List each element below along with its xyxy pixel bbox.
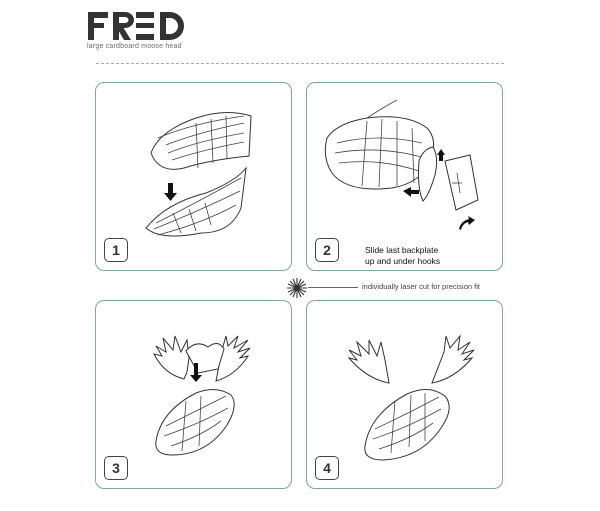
step-2-illustration <box>324 99 479 230</box>
header-divider <box>96 63 504 64</box>
laser-burst-icon <box>286 277 308 304</box>
step-1-illustration <box>145 112 252 237</box>
step-panel-3: 3 <box>95 300 292 489</box>
step-panel-4: 4 <box>306 300 503 489</box>
fred-logo <box>86 10 198 42</box>
step-number-3: 3 <box>104 456 128 480</box>
step-number-1: 1 <box>104 238 128 262</box>
fred-logo-wordmark <box>88 12 184 40</box>
laser-cut-callout: individually laser cut for precision fit <box>362 282 480 291</box>
subtitle: large cardboard moose head <box>87 43 182 50</box>
step-number-4: 4 <box>315 456 339 480</box>
step-3-illustration <box>153 335 251 456</box>
step-2-instruction: Slide last backplate up and under hooks <box>365 245 441 266</box>
step-panel-1: 1 <box>95 82 292 271</box>
step-4-illustration <box>347 334 475 461</box>
callout-leader-line <box>308 287 358 288</box>
step-number-2: 2 <box>315 238 339 262</box>
step-panel-2: Slide last backplate up and under hooks … <box>306 82 503 271</box>
